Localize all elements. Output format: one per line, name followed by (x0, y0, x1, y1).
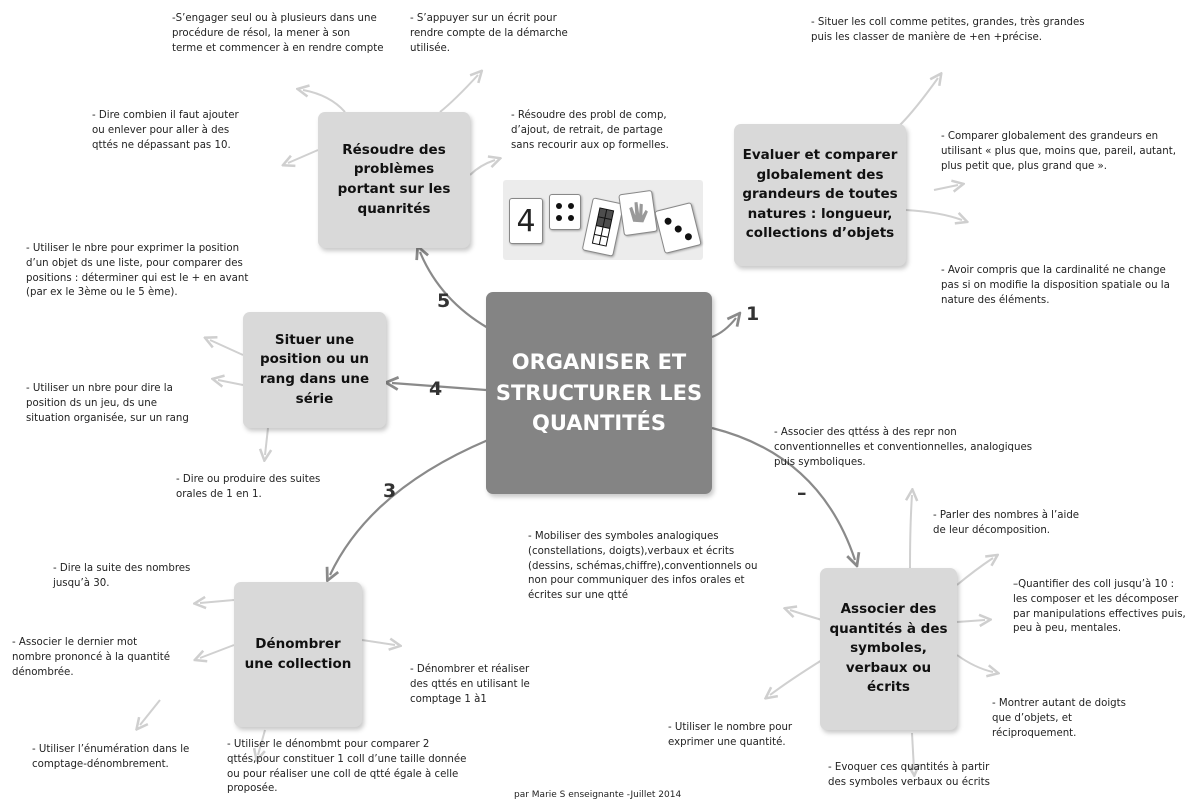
note-dire-combien: - Dire combien il faut ajouter ou enleve… (92, 110, 239, 151)
note-parler-nombres: - Parler des nombres à l’aide de leur dé… (933, 510, 1080, 536)
topic-label: Dénombrer une collection (244, 635, 352, 672)
note-utiliser-denombmt: - Utiliser le dénombmt pour comparer 2 q… (227, 739, 467, 795)
branch-number-1: 1 (746, 303, 760, 325)
branch-connector-5 (420, 252, 489, 329)
digit-four: 4 (516, 203, 536, 239)
number-cards-illustration: 4 (503, 180, 703, 260)
note-enumeration: - Utiliser l’énumération dans le comptag… (32, 744, 190, 770)
note-situer-coll: - Situer les coll comme petites, grandes… (811, 17, 1085, 43)
branch-number-5: 5 (437, 290, 451, 312)
grid-card (581, 197, 625, 257)
note-dernier-mot: - Associer le dernier mot nombre prononc… (12, 637, 170, 678)
branch-connector-1 (711, 318, 736, 339)
note-denombrer-realiser: - Dénombrer et réaliser des qttés en uti… (410, 664, 530, 705)
note-cardinalite: - Avoir compris que la cardinalité ne ch… (941, 265, 1170, 306)
branch-connector-4 (392, 383, 487, 392)
note-position-liste: - Utiliser le nbre pour exprimer la posi… (26, 243, 249, 299)
branch-connector-3 (330, 438, 489, 575)
topic-evaluer-comparer: Evaluer et comparer globalement des gran… (734, 124, 906, 266)
central-topic-title: ORGANISER ET STRUCTURER LES QUANTITÉS (495, 350, 703, 436)
note-montrer-doigts: - Montrer autant de doigts que d’objets,… (992, 698, 1126, 739)
dice-card-four (549, 194, 581, 230)
note-suites-orales: - Dire ou produire des suites orales de … (176, 474, 321, 500)
note-quantifier-coll: –Quantifier des coll jusqu’à 10 : les co… (1013, 579, 1186, 635)
note-evoquer-quantites: - Evoquer ces quantités à partir des sym… (828, 762, 990, 788)
note-engager-procedure: -S’engager seul ou à plusieurs dans une … (172, 13, 384, 54)
topic-associer-quantites: Associer des quantités à des symboles, v… (820, 568, 957, 730)
central-topic: ORGANISER ET STRUCTURER LES QUANTITÉS (486, 292, 712, 494)
branch-number-4: 4 (429, 378, 443, 400)
topic-denombrer: Dénombrer une collection (234, 582, 362, 727)
topic-situer-position: Situer une position ou un rang dans une … (243, 312, 386, 428)
note-associer-repr: - Associer des qttéss à des repr non con… (774, 427, 1033, 468)
dice-card-three (654, 202, 702, 254)
branch-connector-2 (711, 426, 855, 560)
topic-label: Evaluer et comparer globalement des gran… (742, 147, 898, 242)
note-resoudre-probl: - Résoudre des probl de comp, d’ajout, d… (511, 110, 669, 151)
note-suite-nombres: - Dire la suite des nombres jusqu’à 30. (53, 563, 191, 589)
note-comparer-globalement: - Comparer globalement des grandeurs en … (941, 131, 1176, 172)
note-position-jeu: - Utiliser un nbre pour dire la position… (26, 383, 189, 424)
topic-label: Résoudre des problèmes portant sur les q… (337, 141, 451, 217)
author-credit: par Marie S enseignante -Juillet 2014 (514, 790, 682, 800)
note-utiliser-nombre: - Utiliser le nombre pour exprimer une q… (668, 722, 793, 748)
topic-resoudre-problemes: Résoudre des problèmes portant sur les q… (318, 112, 470, 248)
note-mobiliser-symboles: - Mobiliser des symboles analogiques (co… (528, 531, 758, 602)
topic-label: Situer une position ou un rang dans une … (259, 331, 370, 407)
hand-card (618, 189, 658, 237)
branch-number-3: 3 (383, 480, 397, 502)
branch-number-2: – (797, 482, 807, 504)
note-appuyer-ecrit: - S’appuyer sur un écrit pour rendre com… (410, 13, 568, 54)
topic-label: Associer des quantités à des symboles, v… (829, 601, 948, 696)
digit-card: 4 (509, 198, 543, 244)
